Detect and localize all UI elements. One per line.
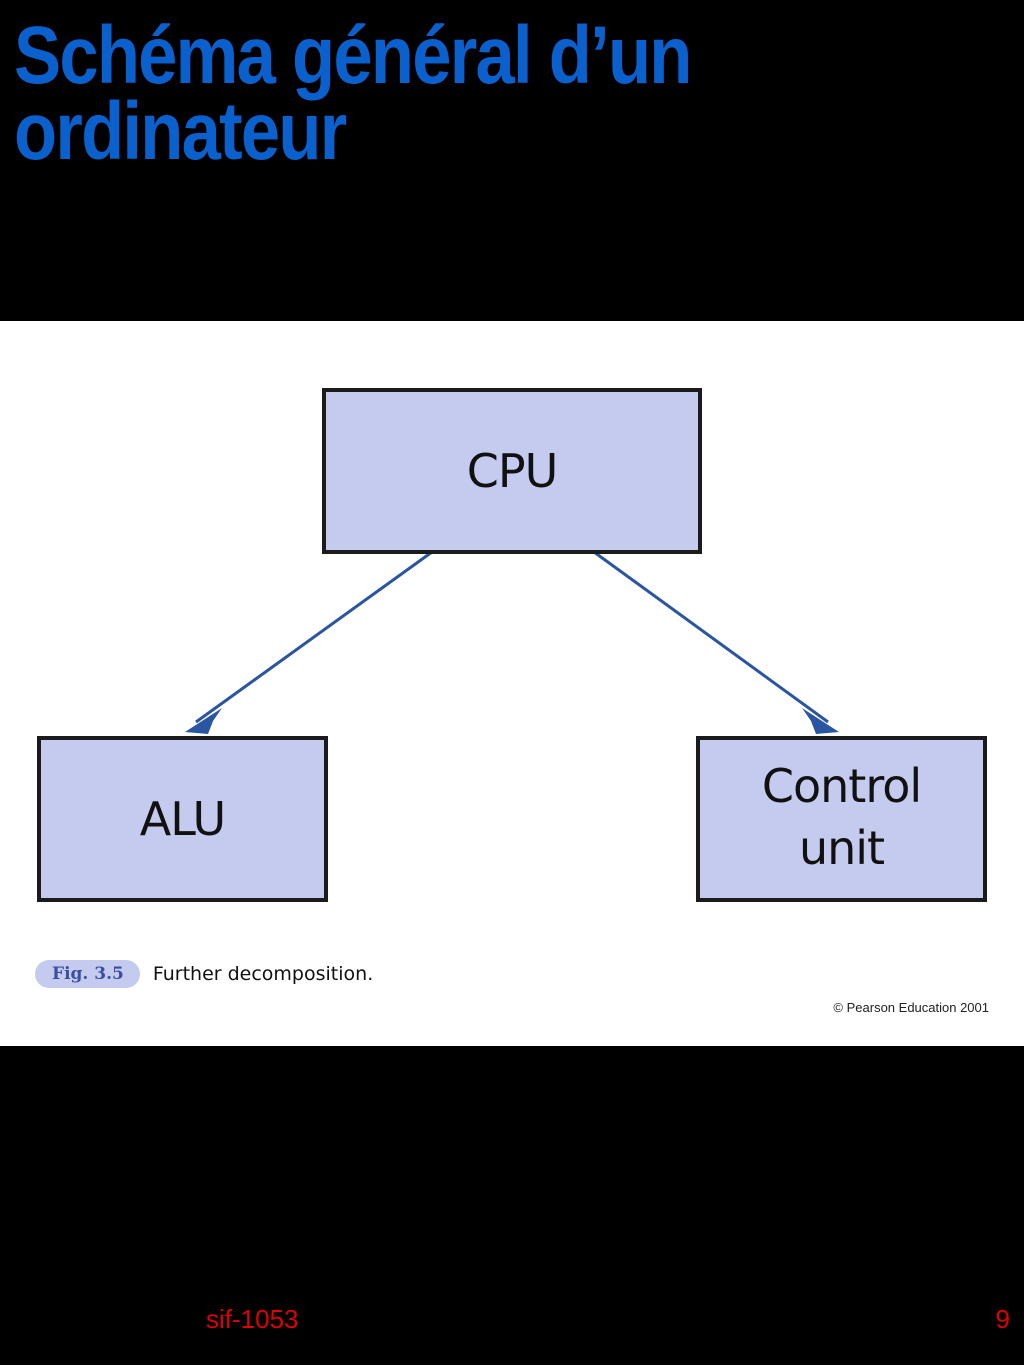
footer-page-number: 9 (995, 1304, 1010, 1334)
figure-panel: CPU ALU Control unit Fig. 3.5 Further de… (0, 321, 1024, 1046)
figure-caption-text: Further decomposition. (152, 963, 374, 985)
cpu-label: CPU (466, 444, 559, 498)
alu-box: ALU (37, 736, 328, 902)
alu-label: ALU (139, 792, 226, 846)
arrow-cpu-to-control-unit (593, 550, 839, 734)
footer-course-code: sif-1053 (206, 1304, 299, 1334)
control-unit-box: Control unit (696, 736, 987, 902)
cpu-box: CPU (322, 388, 702, 554)
copyright-notice: © Pearson Education 2001 (833, 1000, 989, 1015)
arrow-cpu-to-alu (185, 550, 433, 734)
diagram-arrows (185, 550, 839, 734)
figure-number-badge: Fig. 3.5 (35, 960, 140, 988)
control-unit-label: Control unit (761, 759, 922, 875)
slide-title: Schéma général d’un ordinateur (14, 10, 692, 177)
figure-caption: Fig. 3.5 Further decomposition. (35, 959, 373, 989)
